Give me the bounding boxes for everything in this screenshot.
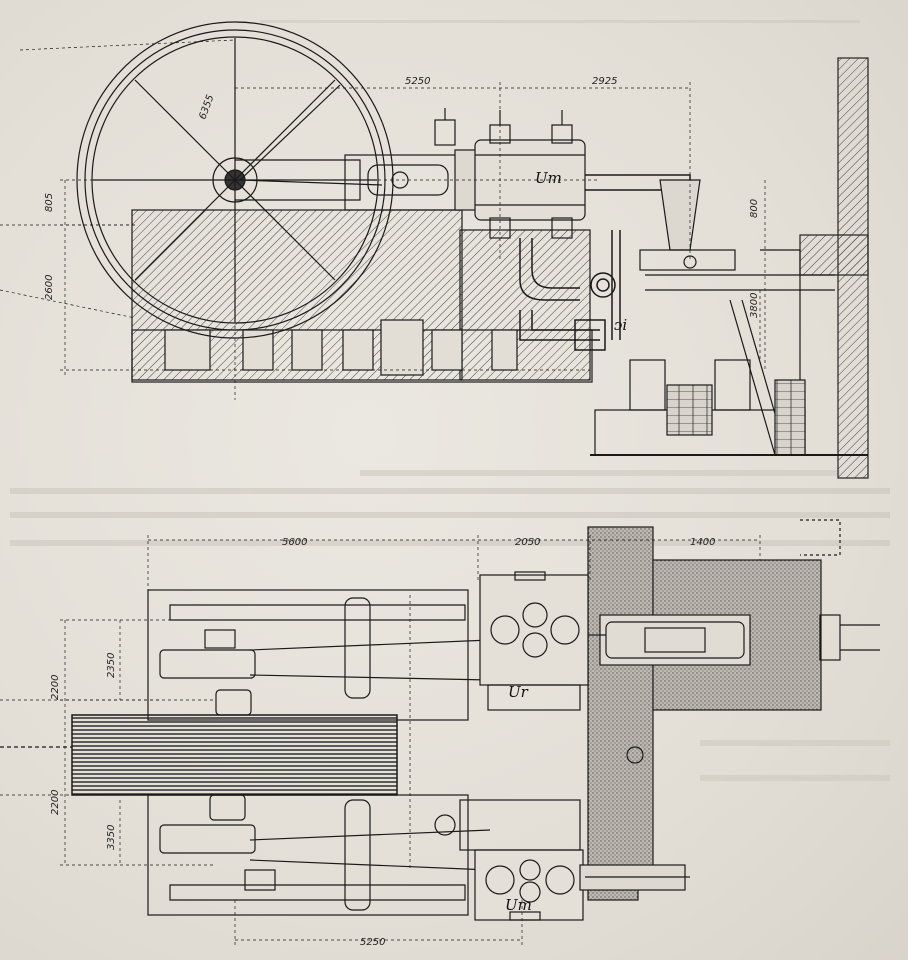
dim-1400: 1400 [690,537,715,548]
dim-3350: 3350 [106,825,117,850]
label-cylinder-ur: Ur [508,683,529,701]
dim-5250-top: 5250 [405,76,430,87]
lower-pumps [590,249,868,456]
dim-2200-lower: 2200 [50,790,61,815]
label-cylinder-um-plan: Um [505,896,532,914]
dim-2925: 2925 [592,76,617,87]
dim-6355: 6355 [197,93,216,121]
wall-right [799,57,869,479]
plan-upper-engine [147,571,606,721]
dim-800: 800 [749,199,760,218]
foundation [131,209,593,383]
plan-foundation [587,519,880,901]
plan-dimensions [0,535,761,945]
plan-view [0,519,880,945]
dim-2600: 2600 [44,275,55,300]
dim-2050: 2050 [515,537,540,548]
bleed-through-text [10,20,890,781]
dim-2200-upper: 2200 [50,675,61,700]
elevation-view [0,21,869,479]
elevation-dimensions [0,39,766,400]
plan-text: 5600 2050 1400 2350 2200 2200 3350 5250 … [50,537,715,948]
dim-2350: 2350 [106,653,117,678]
dim-5600: 5600 [282,537,307,548]
plan-lower-engine [147,746,690,921]
dim-805: 805 [44,193,55,212]
dim-5250-bottom: 5250 [360,937,385,948]
label-cylinder-um: Um [535,169,562,187]
dim-3800: 3800 [749,293,760,318]
plan-flywheel [0,714,398,796]
label-valve: ᴐi [614,316,627,334]
